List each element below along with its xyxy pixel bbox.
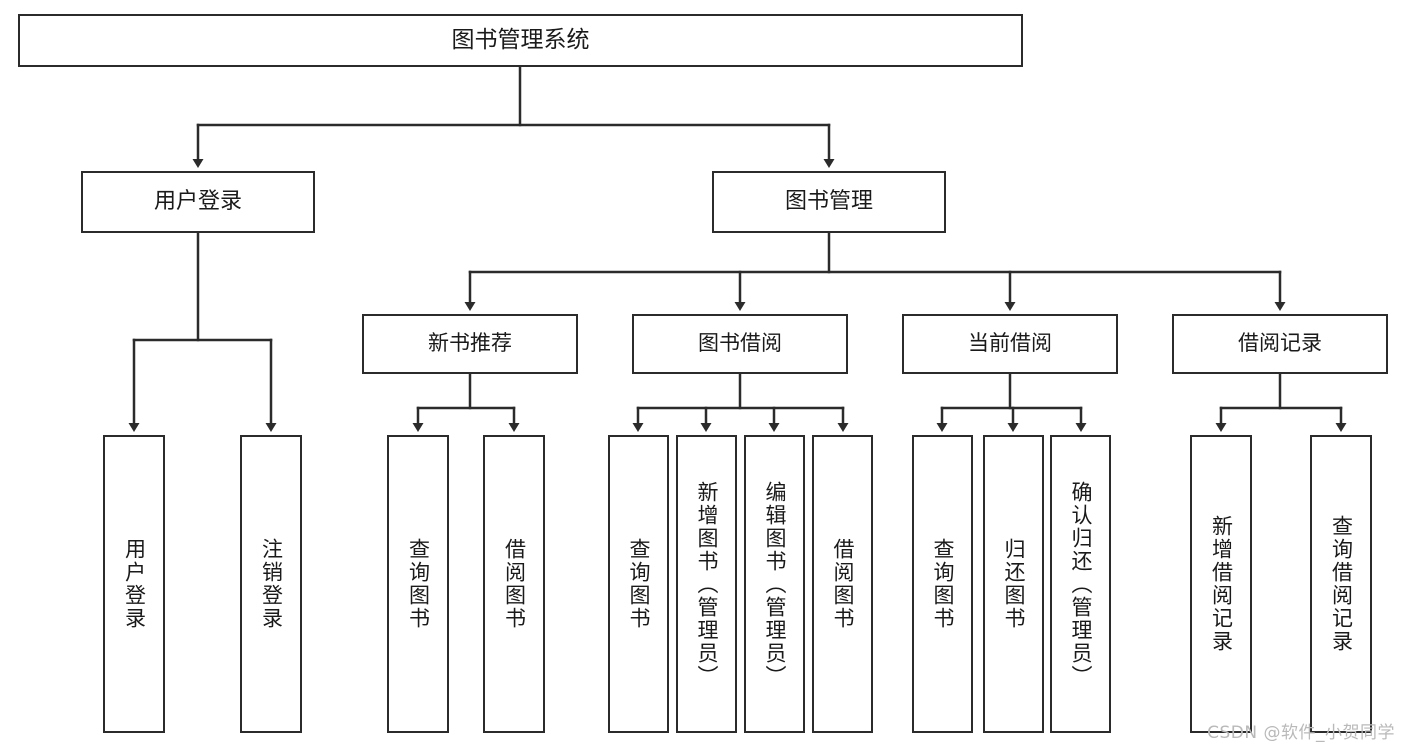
node-leaf-user-logout-label: 注销登录 [259, 538, 284, 630]
node-leaf-query-book-1-label: 查询图书 [406, 538, 431, 630]
node-leaf-add-record[interactable]: 新增借阅记录 [1190, 435, 1252, 733]
node-leaf-borrow-book-2-label: 借阅图书 [831, 538, 855, 630]
node-leaf-query-book-3[interactable]: 查询图书 [912, 435, 973, 733]
node-leaf-user-login-label: 用户登录 [122, 538, 147, 630]
node-leaf-query-record-label: 查询借阅记录 [1329, 515, 1354, 653]
node-user-login[interactable]: 用户登录 [81, 171, 315, 233]
node-leaf-user-login[interactable]: 用户登录 [103, 435, 165, 733]
node-book-borrow-label: 图书借阅 [698, 331, 782, 356]
node-leaf-return-book-label: 归还图书 [1002, 538, 1026, 630]
node-leaf-return-book[interactable]: 归还图书 [983, 435, 1044, 733]
node-current-borrow-label: 当前借阅 [968, 331, 1052, 356]
node-current-borrow[interactable]: 当前借阅 [902, 314, 1118, 374]
watermark-text: CSDN @软件_小贺同学 [1207, 723, 1395, 743]
node-leaf-query-book-2[interactable]: 查询图书 [608, 435, 669, 733]
node-book-manage[interactable]: 图书管理 [712, 171, 946, 233]
node-root[interactable]: 图书管理系统 [18, 14, 1023, 67]
node-book-manage-label: 图书管理 [784, 188, 873, 214]
node-book-borrow[interactable]: 图书借阅 [632, 314, 848, 374]
node-leaf-confirm-return[interactable]: 确认归还（管理员） [1050, 435, 1111, 733]
node-new-book-recommend-label: 新书推荐 [428, 331, 512, 356]
node-borrow-record-label: 借阅记录 [1238, 331, 1322, 356]
node-root-label: 图书管理系统 [451, 26, 590, 53]
node-leaf-add-record-label: 新增借阅记录 [1209, 515, 1234, 653]
node-leaf-borrow-book-1[interactable]: 借阅图书 [483, 435, 545, 733]
node-leaf-borrow-book-2[interactable]: 借阅图书 [812, 435, 873, 733]
node-borrow-record[interactable]: 借阅记录 [1172, 314, 1388, 374]
node-leaf-add-book-label: 新增图书（管理员） [695, 480, 719, 688]
node-new-book-recommend[interactable]: 新书推荐 [362, 314, 578, 374]
node-leaf-query-book-1[interactable]: 查询图书 [387, 435, 449, 733]
node-leaf-query-book-3-label: 查询图书 [931, 538, 955, 630]
node-leaf-query-book-2-label: 查询图书 [627, 538, 651, 630]
node-leaf-edit-book[interactable]: 编辑图书（管理员） [744, 435, 805, 733]
node-user-login-label: 用户登录 [153, 188, 242, 214]
node-leaf-borrow-book-1-label: 借阅图书 [502, 538, 527, 630]
node-leaf-add-book[interactable]: 新增图书（管理员） [676, 435, 737, 733]
node-leaf-confirm-return-label: 确认归还（管理员） [1069, 480, 1093, 688]
node-leaf-edit-book-label: 编辑图书（管理员） [763, 480, 787, 688]
node-leaf-query-record[interactable]: 查询借阅记录 [1310, 435, 1372, 733]
node-leaf-user-logout[interactable]: 注销登录 [240, 435, 302, 733]
